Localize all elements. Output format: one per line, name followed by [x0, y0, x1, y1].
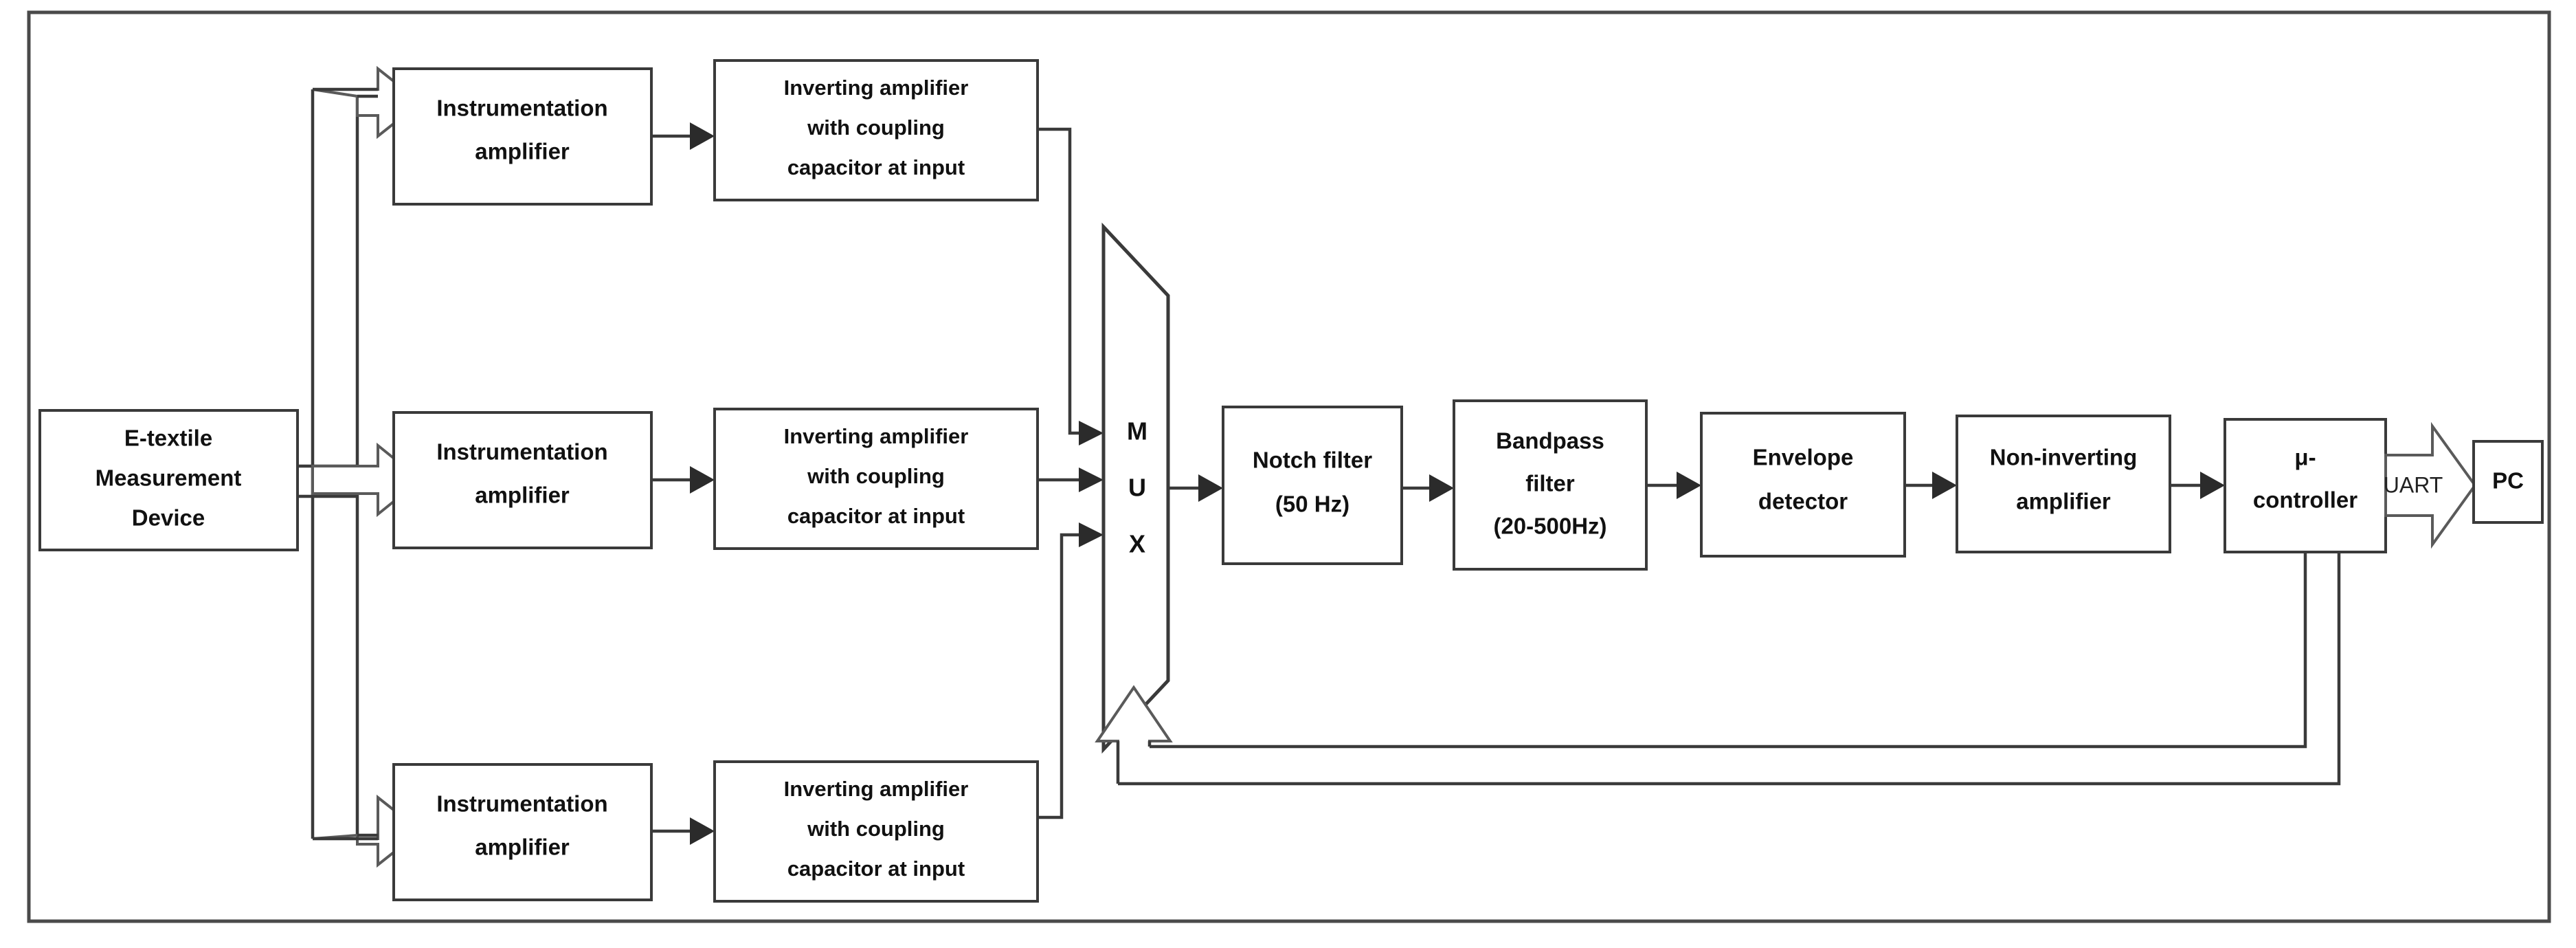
wire-bandpass-to-envelope	[1646, 472, 1701, 499]
arrowhead	[690, 817, 715, 845]
micro-controller-box	[2224, 418, 2387, 553]
inv-amp-3-line-3: capacitor at input	[787, 857, 965, 881]
wire-instr1-to-inv1	[651, 122, 715, 150]
mux-trapezoid	[1101, 222, 1170, 754]
arrowhead	[1198, 474, 1223, 502]
bandpass-filter-line-2: filter	[1525, 471, 1575, 496]
instr-amp-2-line-2: amplifier	[475, 483, 570, 508]
wire-inv3-to-mux	[1038, 522, 1104, 819]
micro-controller-line-1: μ-	[2294, 445, 2316, 470]
arrowhead	[1079, 421, 1104, 445]
inverting-amplifier-1-box	[713, 59, 1039, 201]
block-envelope-detector[interactable]: Envelope detector	[1700, 412, 1906, 558]
envelope-detector-box	[1700, 412, 1906, 558]
block-pc[interactable]: PC	[2472, 440, 2544, 524]
mux-letter-u: U	[1128, 474, 1146, 502]
block-instrumentation-amplifier-channel-3[interactable]: Instrumentation amplifier	[392, 763, 653, 901]
block-notch-filter[interactable]: Notch filter (50 Hz)	[1222, 406, 1403, 565]
wire-envelope-to-noninverting	[1905, 472, 1957, 499]
block-instrumentation-amplifier-channel-1[interactable]: Instrumentation amplifier	[392, 67, 653, 206]
wire-instr2-to-inv2	[651, 466, 715, 494]
block-inverting-amplifier-channel-1[interactable]: Inverting amplifier with coupling capaci…	[713, 59, 1039, 201]
non-inverting-amplifier-box	[1956, 415, 2171, 553]
mux-letter-x: X	[1129, 530, 1145, 558]
instrumentation-amplifier-3-box	[392, 763, 653, 901]
block-non-inverting-amplifier[interactable]: Non-inverting amplifier	[1956, 415, 2171, 553]
e-textile-line-2: Measurement	[96, 465, 242, 491]
block-inverting-amplifier-channel-3[interactable]: Inverting amplifier with coupling capaci…	[713, 760, 1039, 903]
instrumentation-amplifier-2-box	[392, 411, 653, 549]
inv-amp-2-line-1: Inverting amplifier	[784, 424, 969, 448]
non-inverting-amplifier-line-1: Non-inverting	[1990, 445, 2137, 470]
inverting-amplifier-3-box	[713, 760, 1039, 903]
micro-controller-line-2: controller	[2253, 487, 2357, 513]
arrowhead	[1677, 472, 1701, 499]
bandpass-filter-line-3: (20-500Hz)	[1493, 514, 1606, 539]
arrowhead	[1932, 472, 1957, 499]
block-micro-controller[interactable]: μ- controller	[2224, 418, 2387, 553]
bus-arrow-feedback	[1095, 552, 2341, 786]
instr-amp-1-line-1: Instrumentation	[436, 96, 607, 121]
wire-notch-to-bandpass	[1402, 474, 1454, 502]
bandpass-filter-box	[1453, 399, 1648, 571]
wire-instr3-to-inv3	[651, 817, 715, 845]
arrowhead	[1079, 467, 1104, 492]
e-textile-line-3: Device	[132, 505, 205, 531]
notch-filter-line-1: Notch filter	[1253, 448, 1372, 473]
wire-noninverting-to-microcontroller	[2170, 472, 2225, 499]
instrumentation-amplifier-1-box	[392, 67, 653, 206]
envelope-detector-line-2: detector	[1758, 489, 1848, 514]
mux-letter-m: M	[1127, 417, 1147, 445]
block-inverting-amplifier-channel-2[interactable]: Inverting amplifier with coupling capaci…	[713, 408, 1039, 550]
bus-arrow-uart: UART	[2384, 421, 2477, 549]
inv-amp-2-line-2: with coupling	[807, 464, 945, 488]
arrowhead	[690, 466, 715, 494]
notch-filter-line-2: (50 Hz)	[1275, 492, 1349, 517]
inverting-amplifier-2-box	[713, 408, 1039, 550]
bandpass-filter-line-1: Bandpass	[1496, 428, 1604, 454]
non-inverting-amplifier-line-2: amplifier	[2016, 489, 2111, 514]
inv-amp-1-line-2: with coupling	[807, 115, 945, 140]
instr-amp-3-line-2: amplifier	[475, 835, 570, 860]
notch-filter-box	[1222, 406, 1403, 565]
block-bandpass-filter[interactable]: Bandpass filter (20-500Hz)	[1453, 399, 1648, 571]
pc-label: PC	[2492, 468, 2524, 494]
inv-amp-2-line-3: capacitor at input	[787, 504, 965, 528]
wire-mux-to-notch	[1168, 474, 1223, 502]
block-e-textile-measurement-device[interactable]: E-textile Measurement Device	[38, 409, 299, 551]
block-instrumentation-amplifier-channel-2[interactable]: Instrumentation amplifier	[392, 411, 653, 549]
inv-amp-3-line-1: Inverting amplifier	[784, 777, 969, 801]
inv-amp-3-line-2: with coupling	[807, 817, 945, 841]
e-textile-line-1: E-textile	[124, 426, 212, 451]
e-textile-measurement-device-box	[38, 409, 299, 551]
arrowhead	[1079, 522, 1104, 547]
arrowhead	[1429, 474, 1454, 502]
arrowhead	[690, 122, 715, 150]
arrowhead	[2200, 472, 2225, 499]
instr-amp-3-line-1: Instrumentation	[436, 791, 607, 817]
wire-inv1-to-mux	[1038, 127, 1104, 445]
figure-border	[27, 10, 2551, 923]
uart-block-arrow	[2384, 421, 2477, 549]
block-mux[interactable]: M U X	[1101, 222, 1170, 754]
inv-amp-1-line-1: Inverting amplifier	[784, 76, 969, 100]
pc-box	[2472, 440, 2544, 524]
instr-amp-1-line-2: amplifier	[475, 139, 570, 164]
inv-amp-1-line-3: capacitor at input	[787, 155, 965, 179]
uart-label: UART	[2384, 472, 2443, 497]
envelope-detector-line-1: Envelope	[1753, 445, 1854, 470]
instr-amp-2-line-1: Instrumentation	[436, 439, 607, 465]
wire-inv2-to-mux	[1038, 467, 1104, 492]
